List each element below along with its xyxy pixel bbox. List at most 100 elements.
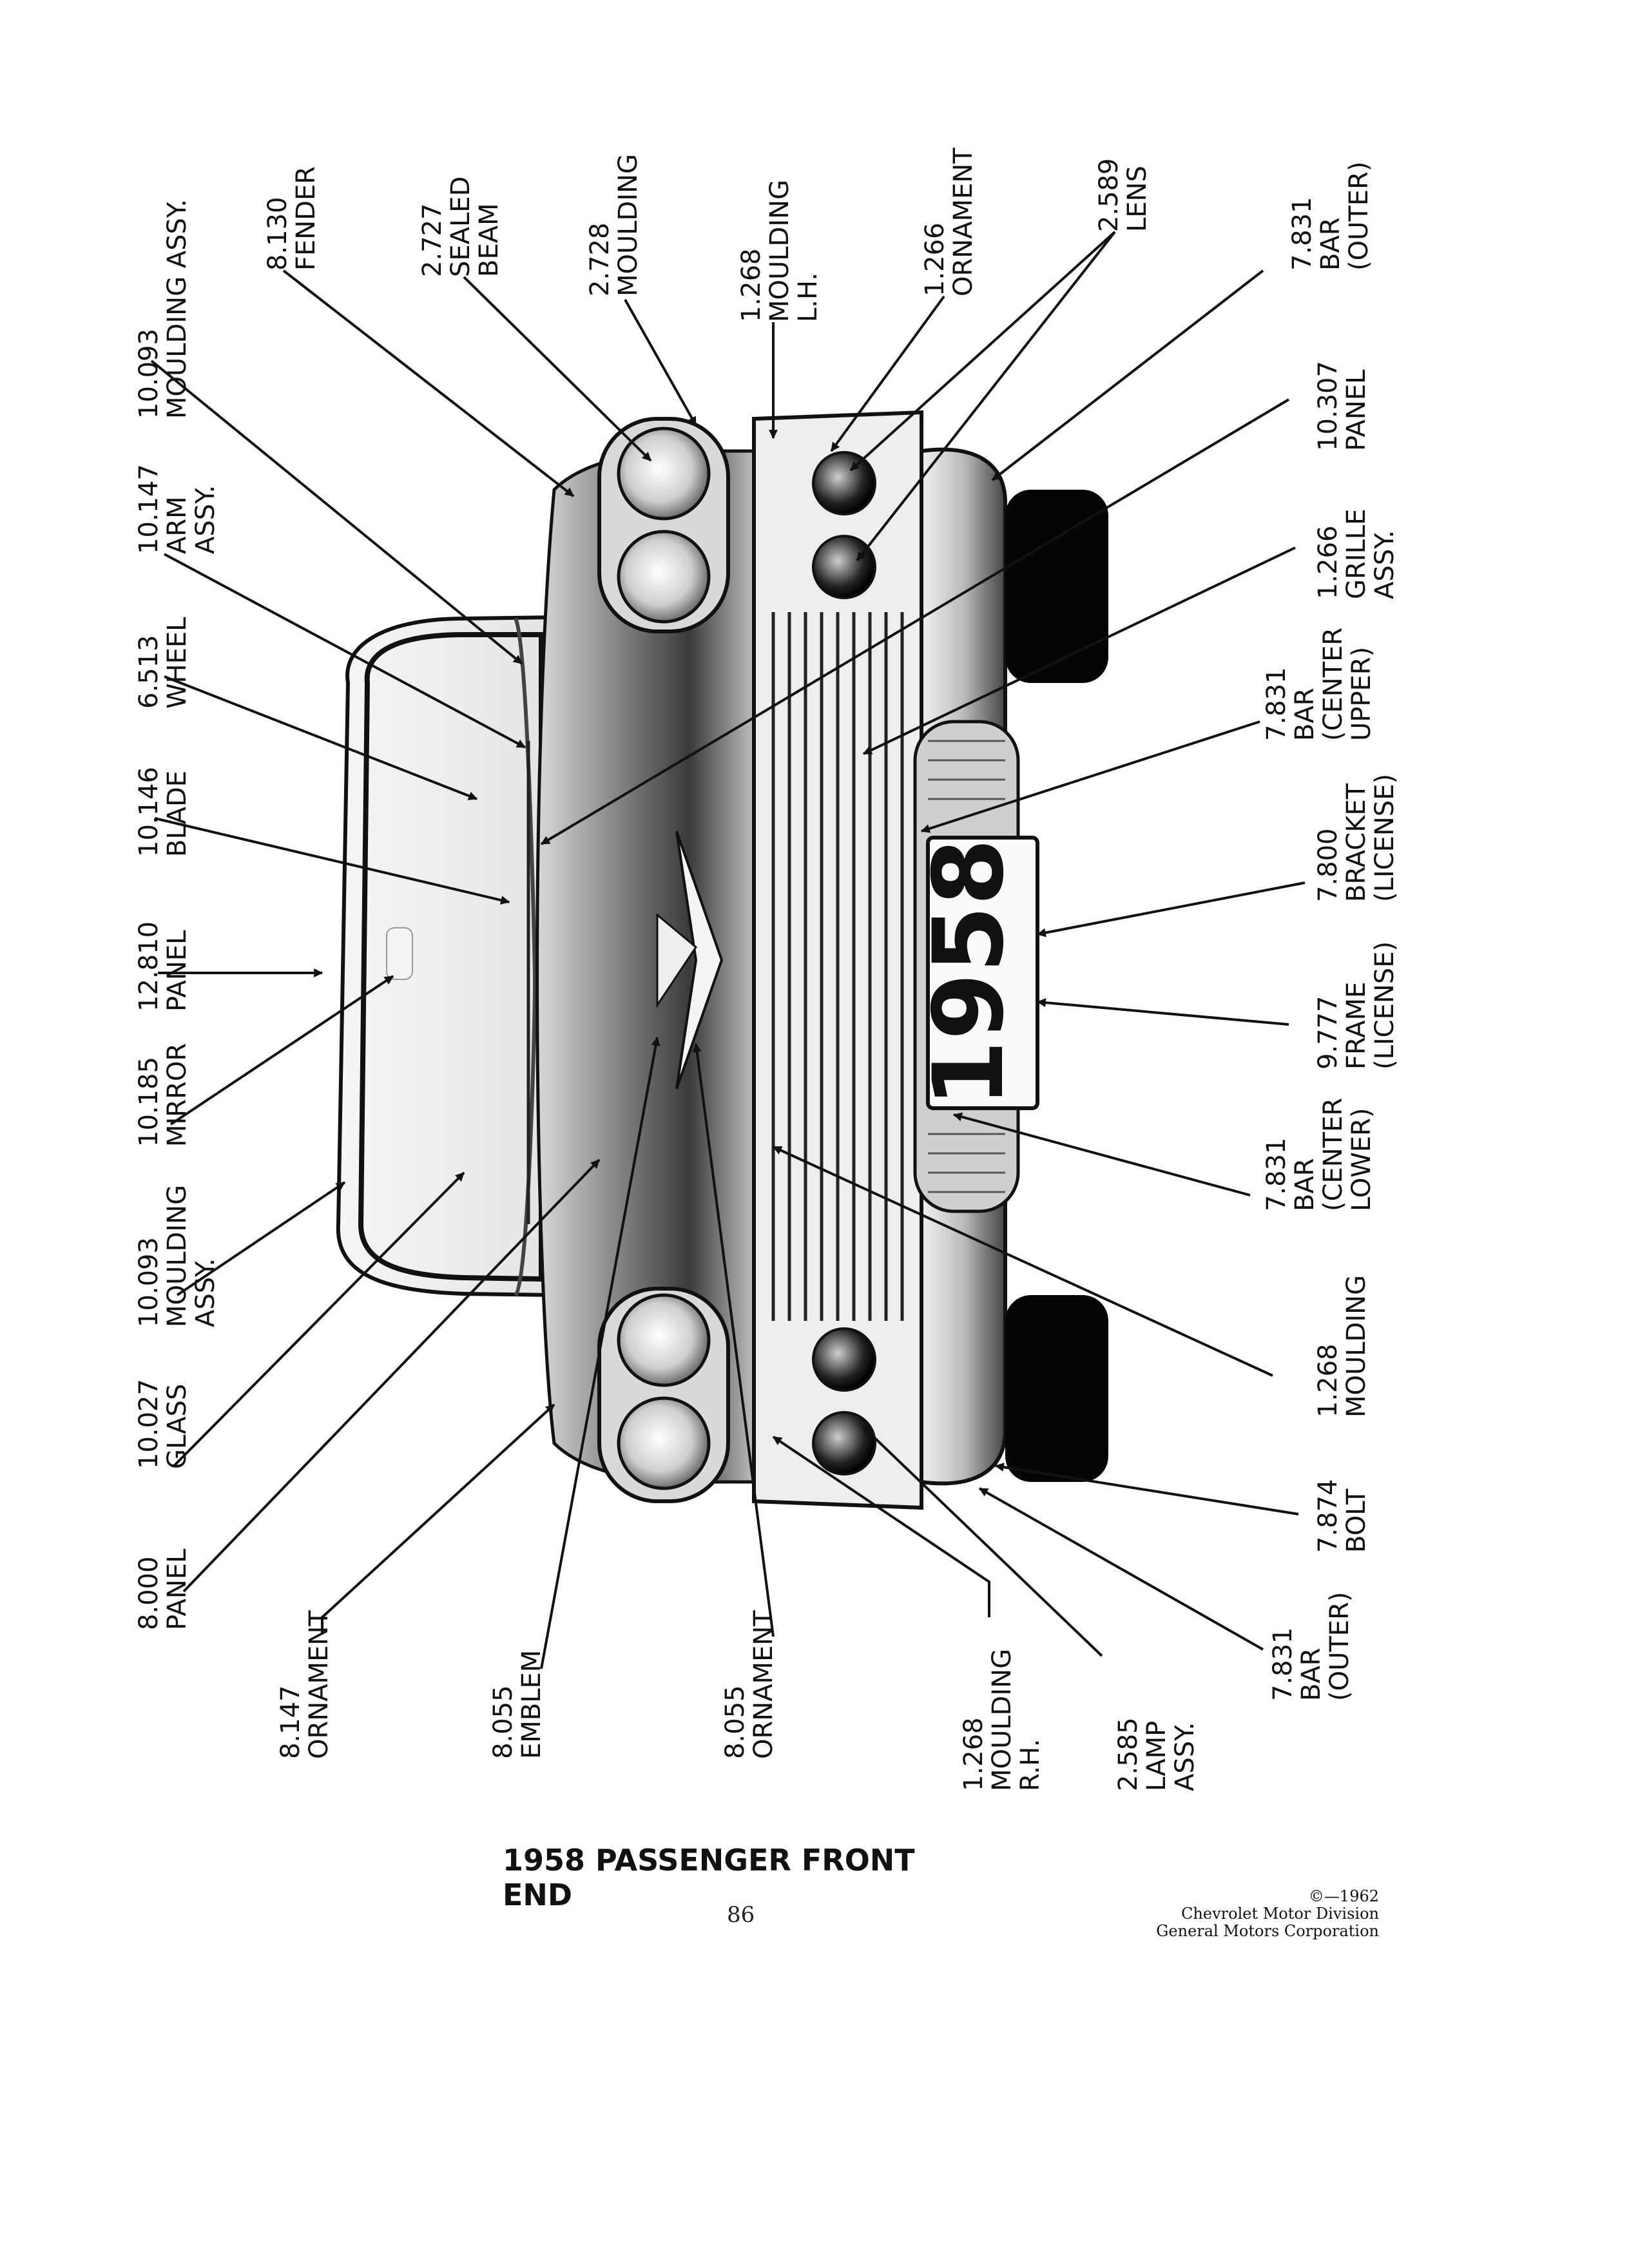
part-name: EMBLEM	[517, 1650, 546, 1759]
part-number: 10.027	[134, 1379, 164, 1469]
part-number: 8.055	[720, 1685, 750, 1759]
part-name: BOLT	[1342, 1488, 1371, 1553]
part-name: MIRROR	[162, 1043, 192, 1147]
license-plate-text: 1958	[913, 838, 1025, 1107]
part-name: BAR	[1316, 217, 1345, 271]
license-plate-group: 1958	[913, 836, 1039, 1110]
parking-lamp-r1	[812, 1327, 876, 1392]
part-number: 7.874	[1313, 1479, 1343, 1553]
tire-left	[1005, 490, 1108, 683]
copyright-line: Chevrolet Motor Division	[1181, 1905, 1379, 1923]
part-name: PANEL	[162, 1548, 192, 1630]
part-name: MOULDING	[613, 154, 643, 296]
part-name: ASSY.	[191, 485, 220, 554]
copyright-line: General Motors Corporation	[1156, 1922, 1379, 1940]
part-number: 2.728	[585, 222, 615, 296]
page-title: 1958 PASSENGER FRONT END	[503, 1843, 915, 1912]
part-name: ASSY.	[1170, 1722, 1200, 1791]
part-name: ORNAMENT	[749, 1610, 778, 1759]
part-name: ASSY.	[191, 1258, 220, 1327]
part-number: 7.800	[1313, 828, 1343, 902]
part-name: MOULDING	[987, 1649, 1017, 1791]
part-name: L.H.	[793, 273, 823, 322]
part-name: BRACKET	[1342, 783, 1371, 902]
part-name: MOULDING	[1342, 1275, 1371, 1418]
part-name: (CENTER	[1318, 1098, 1348, 1211]
part-number: 9.777	[1313, 995, 1343, 1070]
part-name: (OUTER)	[1325, 1592, 1354, 1701]
part-number: 7.831	[1287, 197, 1317, 271]
part-name: BAR	[1296, 1648, 1326, 1701]
part-number: 10.093	[134, 329, 164, 419]
part-number: 8.130	[263, 197, 293, 271]
part-number: 1.268	[959, 1717, 988, 1791]
headlamp-right-group	[597, 1287, 730, 1503]
part-number: 10.307	[1313, 361, 1343, 451]
part-name: GRILLE	[1342, 509, 1371, 599]
part-name: ORNAMENT	[304, 1610, 334, 1759]
part-name: BEAM	[474, 203, 504, 277]
part-name: (CENTER	[1318, 628, 1348, 741]
part-name: ORNAMENT	[949, 148, 978, 296]
part-name: MOULDING ASSY.	[162, 199, 192, 419]
parking-lamp-l2	[812, 535, 876, 599]
part-name: LAMP	[1142, 1721, 1171, 1791]
copyright-line: ©—1962	[1308, 1887, 1379, 1905]
part-name: ARM	[162, 496, 192, 554]
license-plate	[926, 836, 1039, 1110]
part-name: BAR	[1290, 687, 1320, 741]
part-number: 1.268	[1313, 1343, 1343, 1418]
grille-bars	[771, 612, 904, 1321]
part-name: (LICENSE)	[1370, 941, 1400, 1070]
parking-lamp-r2	[812, 1411, 876, 1475]
leader-lines	[150, 231, 1306, 1669]
part-name: (LICENSE)	[1370, 774, 1400, 902]
part-number: 6.513	[134, 635, 164, 709]
part-name: LOWER)	[1347, 1108, 1376, 1211]
part-name: FENDER	[291, 166, 321, 271]
car-front-illustration: 1958	[336, 410, 1108, 1510]
hood-emblem	[675, 831, 724, 1090]
tire-right	[1005, 1295, 1108, 1482]
copyright-block: ©—1962 Chevrolet Motor Division General …	[1134, 1888, 1379, 1940]
bumper-ribs	[928, 740, 1005, 1193]
part-name: ASSY.	[1370, 530, 1400, 599]
part-number: 8.000	[134, 1556, 164, 1630]
part-name: WHEEL	[162, 617, 192, 709]
part-number: 7.831	[1262, 667, 1291, 741]
part-number: 8.147	[276, 1685, 305, 1759]
part-number: 2.589	[1094, 158, 1124, 232]
part-number: 1.268	[737, 248, 766, 322]
part-name: BLADE	[162, 771, 192, 857]
windshield-glass	[336, 615, 556, 1298]
